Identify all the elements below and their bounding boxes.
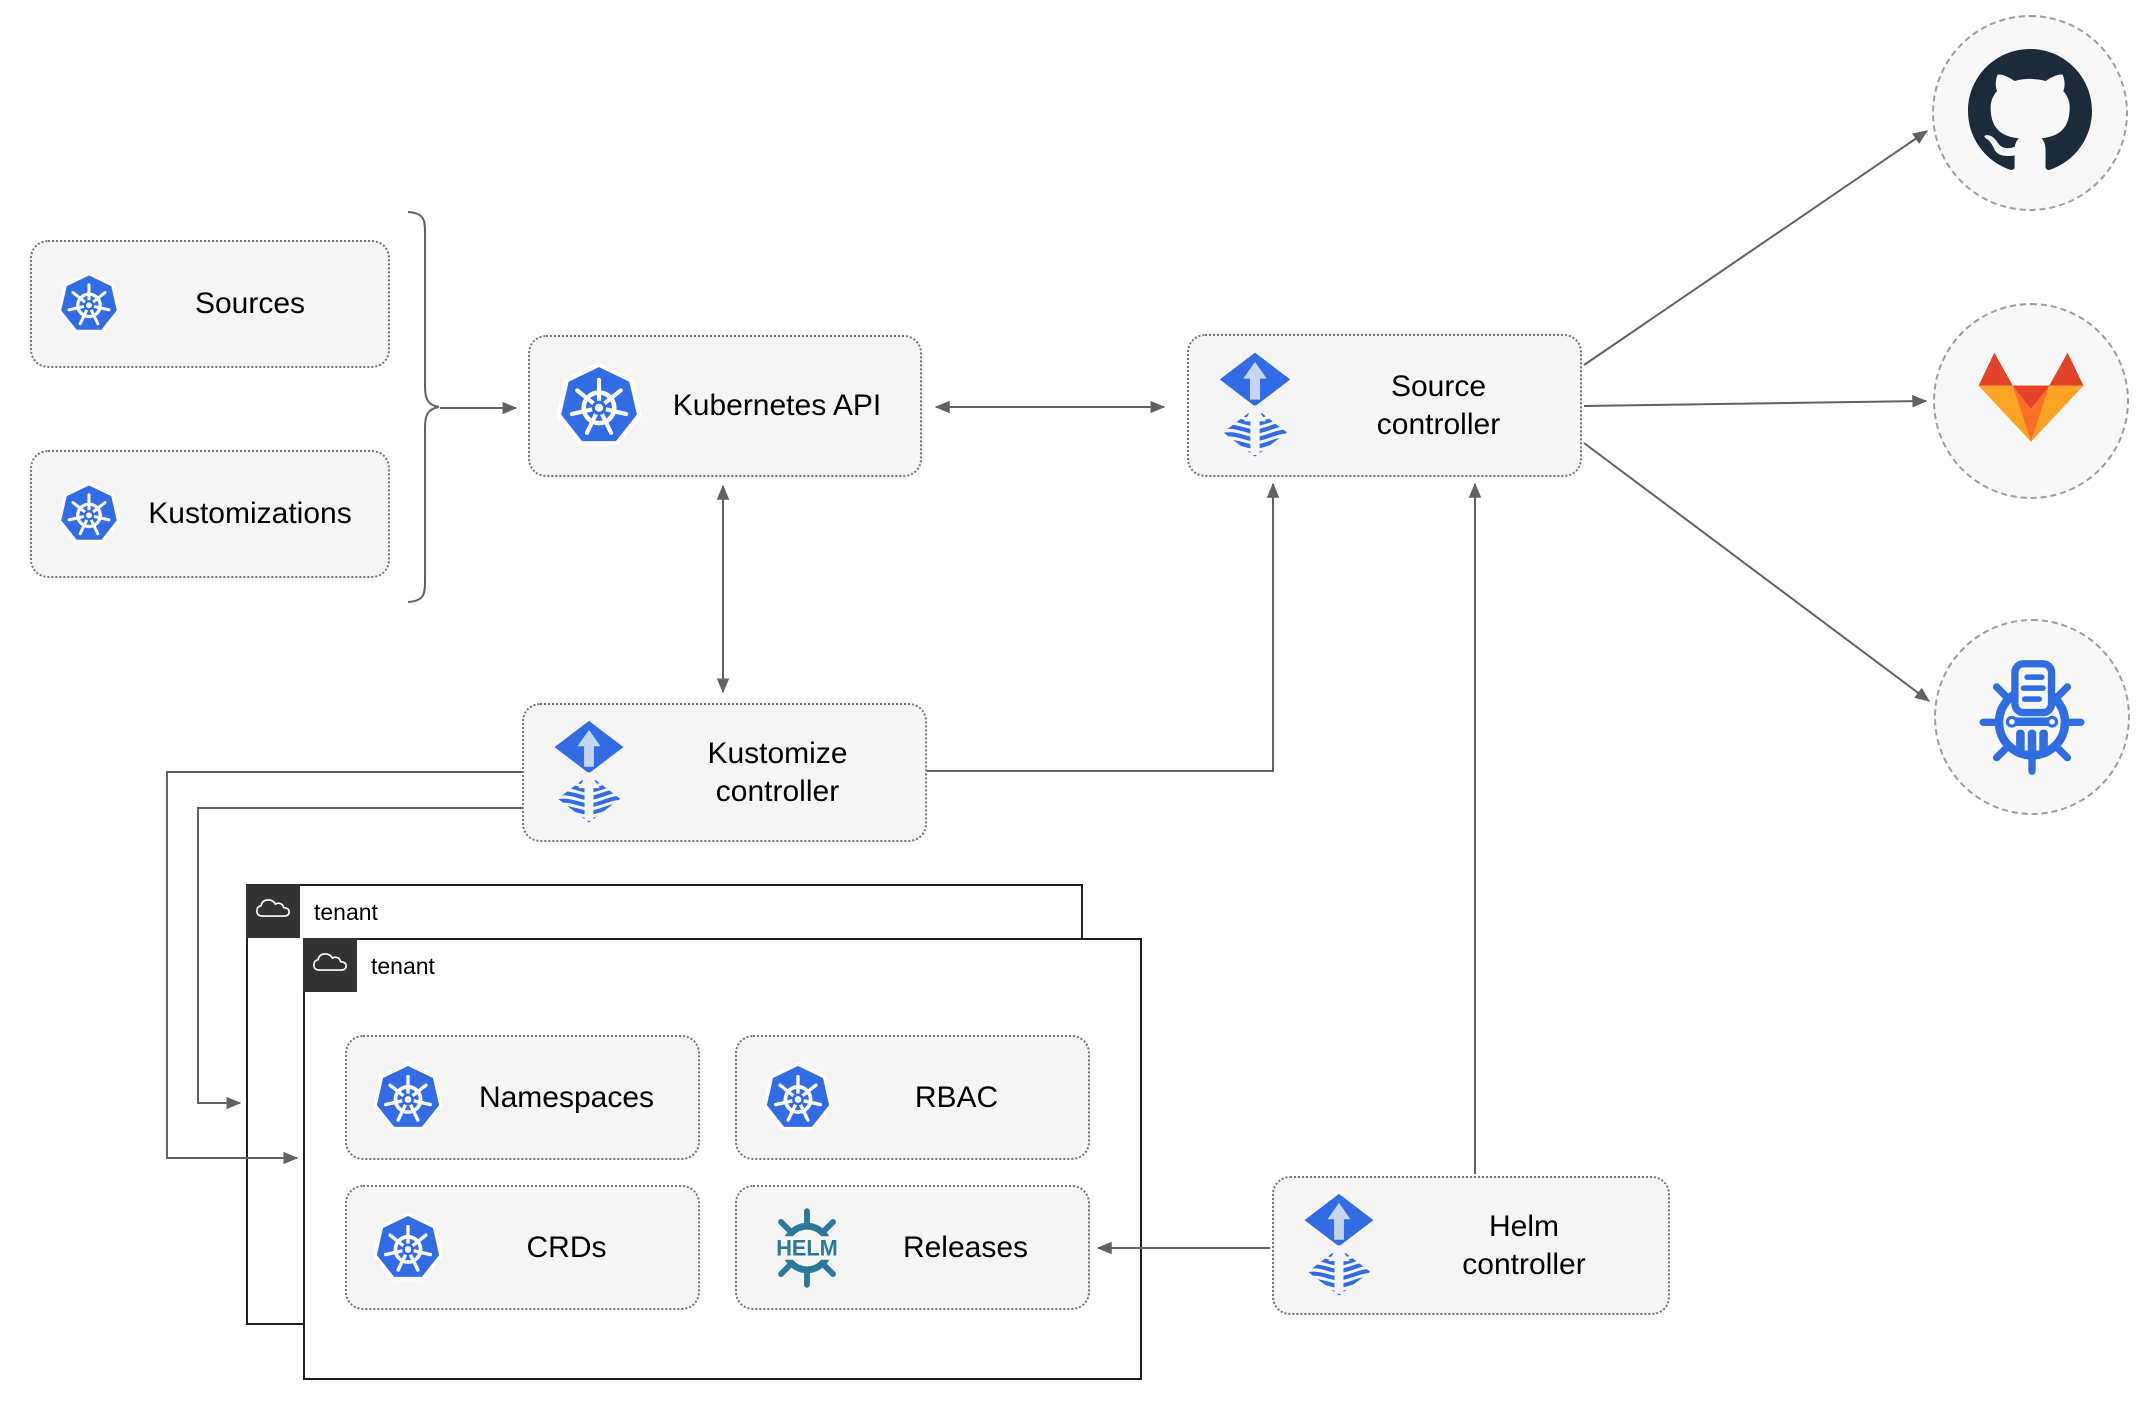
connector-source-to-chartmuseum [1583, 442, 1931, 702]
node-label: Releases [902, 1230, 1029, 1264]
node-namespaces: Namespaces [345, 1035, 700, 1160]
node-rbac: RBAC [735, 1035, 1090, 1160]
node-label: CRDs [526, 1230, 607, 1264]
node-label: Kustomize controller [707, 737, 848, 808]
node-kubernetes-api: Kubernetes API [528, 335, 922, 477]
tenant-header [246, 884, 300, 938]
node-kustomize-controller: Kustomize controller [522, 703, 927, 842]
kubernetes-icon [56, 481, 122, 547]
node-crds: CRDs [345, 1185, 700, 1310]
connector-source-to-github [1583, 130, 1929, 366]
cloud-icon [254, 895, 292, 927]
flux-icon [1298, 1192, 1380, 1299]
gitlab-icon [1970, 350, 2092, 453]
node-label: RBAC [914, 1080, 999, 1114]
kubernetes-icon [554, 361, 644, 451]
node-source-controller: Source controller [1187, 334, 1582, 477]
tenant-label: tenant [371, 953, 435, 979]
node-label: Kustomizations [148, 497, 352, 531]
cloud-icon [311, 949, 349, 981]
kubernetes-icon [761, 1061, 835, 1135]
endpoint-gitlab [1933, 303, 2129, 499]
node-label: Kubernetes API [672, 389, 882, 423]
flux-icon [1213, 351, 1297, 460]
helm-logo-text: HELM [776, 1235, 838, 1260]
node-label: Helm controller [1462, 1210, 1586, 1281]
kubernetes-icon [56, 271, 122, 337]
kubernetes-icon [371, 1061, 445, 1135]
node-releases: HELM Releases [735, 1185, 1090, 1310]
node-helm-controller: Helm controller [1272, 1176, 1670, 1315]
node-label: Sources [194, 287, 306, 321]
node-label: Namespaces [478, 1080, 655, 1114]
node-sources: Sources [30, 240, 390, 368]
connector-kustomize-to-source-controller [927, 482, 1280, 772]
node-label: Source controller [1376, 370, 1501, 441]
github-icon [1968, 49, 2092, 178]
endpoint-chartmuseum [1934, 619, 2130, 815]
helm-icon: HELM [761, 1206, 853, 1290]
flux-icon [548, 719, 630, 826]
tenant-header [303, 938, 357, 992]
tenant-label: tenant [314, 899, 378, 925]
chartmuseum-icon [1971, 654, 2093, 781]
connector-group-bracket [407, 211, 440, 603]
kubernetes-icon [371, 1211, 445, 1285]
node-kustomizations: Kustomizations [30, 450, 390, 578]
endpoint-github [1932, 15, 2128, 211]
connector-source-to-gitlab [1583, 394, 1928, 408]
